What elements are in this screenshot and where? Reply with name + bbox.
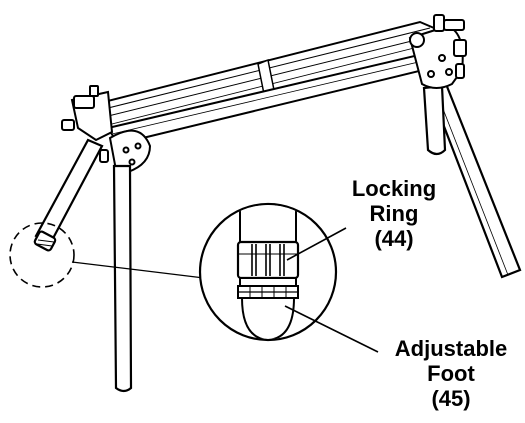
- left-end-bracket: [61, 85, 152, 174]
- adjustable-foot-callout: Adjustable Foot (45): [378, 336, 524, 411]
- adjustable-foot-label-line1: Adjustable: [394, 336, 508, 361]
- locking-ring-part: [236, 240, 300, 280]
- adjustable-foot-label-line2: Foot: [427, 361, 475, 386]
- zoom-leader-line: [71, 261, 205, 279]
- main-beam: [86, 20, 454, 136]
- adjustable-foot-part: [237, 277, 299, 339]
- locking-ring-part-number: (44): [374, 226, 414, 251]
- left-rear-leg: [33, 138, 104, 252]
- right-end-bracket: [408, 14, 467, 89]
- detail-reference-circle: [9, 222, 75, 288]
- locking-ring-label-line1: Locking: [351, 176, 437, 201]
- locking-ring-label-line2: Ring: [369, 201, 419, 226]
- right-rear-leg: [422, 84, 447, 156]
- adjustable-foot-leader: [284, 305, 379, 353]
- locking-ring-callout: Locking Ring (44): [338, 176, 450, 251]
- zoom-detail-circle: [198, 202, 338, 342]
- adjustable-foot-part-number: (45): [431, 386, 471, 411]
- left-front-leg: [112, 164, 133, 393]
- locking-ring-leader: [286, 227, 347, 261]
